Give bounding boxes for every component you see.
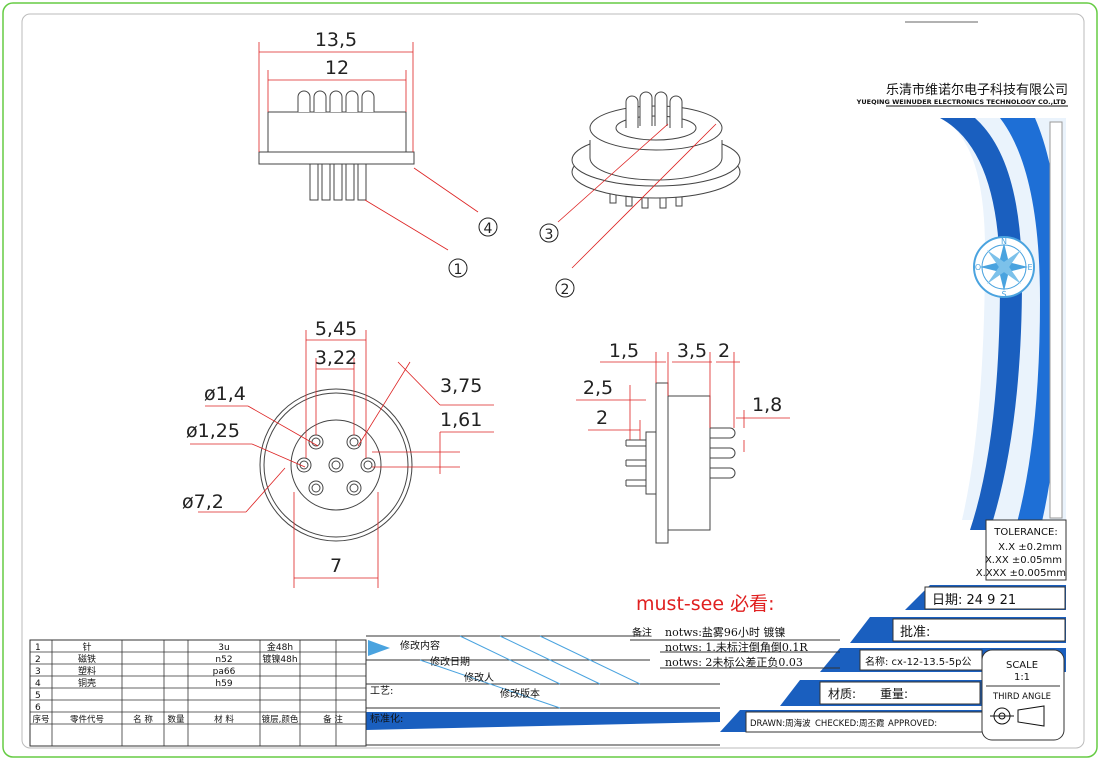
revision-block: 修改内容 修改日期 修改人 工艺: 修改版本 标准化: <box>366 635 720 746</box>
side-view <box>258 90 415 201</box>
bom-header: 名 称 <box>133 714 153 725</box>
dim-offset: 1,61 <box>440 409 482 431</box>
bom-header: 材 料 <box>214 714 234 725</box>
svg-text:THIRD ANGLE: THIRD ANGLE <box>992 692 1051 702</box>
dim-pitch-outer: 5,45 <box>315 318 357 340</box>
bom-header: 镀层,颜色 <box>262 714 299 725</box>
dim-section-b: 3,5 <box>677 340 707 362</box>
bom-no: 3 <box>35 667 41 677</box>
front-dimensions <box>190 330 494 588</box>
svg-text:E: E <box>1027 263 1032 272</box>
notes: 备注 notws:盐雾96小时 镀镍 notws: 1.未标注倒角倒0.1R n… <box>630 625 840 669</box>
svg-text:notws: 2未标公差正负0.03: notws: 2未标公差正负0.03 <box>665 655 803 669</box>
bom-part: 铜壳 <box>78 677 96 689</box>
bom-header: 零件代号 <box>70 714 104 725</box>
bom-finish: 金48h <box>267 641 293 653</box>
section-view <box>625 382 736 544</box>
svg-text:3: 3 <box>545 227 554 243</box>
svg-text:1: 1 <box>454 262 463 278</box>
front-view <box>259 388 413 542</box>
svg-text:标准化:: 标准化: <box>370 712 403 725</box>
svg-text:修改日期: 修改日期 <box>430 655 470 668</box>
bom-no: 6 <box>35 703 41 713</box>
section-dimensions <box>576 352 790 452</box>
bom-part: 针 <box>82 641 91 653</box>
approved-by: APPROVED: <box>888 719 937 729</box>
svg-text:4: 4 <box>484 221 493 237</box>
dim-section-f: 1,8 <box>752 394 782 416</box>
svg-text:修改内容: 修改内容 <box>400 639 440 652</box>
dim-body-diameter: ø7,2 <box>182 491 224 513</box>
inner-border <box>21 13 1085 749</box>
bom-material: pa66 <box>213 667 236 677</box>
bom-table: 1 针 3u 金48h 2 磁铁 n52 镀镍48h 3 塑料 pa66 4 铜壳 h59 5 6序号 零件代号… <box>29 639 367 747</box>
svg-text:备注: 备注 <box>632 626 652 639</box>
dim-overall-label: 13,5 <box>315 29 357 51</box>
iso-view <box>571 91 741 209</box>
weight-label: 重量: <box>880 687 908 701</box>
dim-diagonal: 3,75 <box>440 375 482 397</box>
material-label: 材质: <box>828 687 856 701</box>
company-name-cn: 乐清市维诺尔电子科技有限公司 <box>886 82 1068 98</box>
svg-text:X.X ±0.2mm: X.X ±0.2mm <box>998 542 1062 553</box>
bom-no: 5 <box>35 691 41 701</box>
bom-material: n52 <box>215 655 232 665</box>
bom-part: 塑料 <box>78 665 96 677</box>
dim-section-a: 1,5 <box>609 340 639 362</box>
bom-header: 备 注 <box>323 714 343 725</box>
svg-text:1:1: 1:1 <box>1014 672 1030 683</box>
tolerance-box: TOLERANCE: X.X ±0.2mm X.XX ±0.05mm X.XXX… <box>976 519 1067 581</box>
dim-section-c: 2 <box>718 340 730 362</box>
dim-pin-diameter: ø1,4 <box>204 383 246 405</box>
callouts: 4 1 3 2 <box>448 217 575 298</box>
company-name-en: YUEQING WEINUDER ELECTRONICS TECHNOLOGY … <box>856 98 1067 106</box>
date-field: 日期: 24 9 21 <box>932 593 1016 608</box>
dim-pin-diameter-2: ø1,25 <box>186 420 240 442</box>
svg-text:O: O <box>975 263 981 272</box>
bom-material: h59 <box>215 679 232 689</box>
drawn-by: DRAWN:周海波 <box>750 718 811 729</box>
svg-text:2: 2 <box>561 282 570 298</box>
bom-no: 4 <box>35 679 41 689</box>
dim-width: 7 <box>330 555 342 577</box>
scale-box: SCALE 1:1 THIRD ANGLE <box>981 649 1065 741</box>
svg-text:X.XX ±0.05mm: X.XX ±0.05mm <box>985 555 1062 566</box>
svg-text:TOLERANCE:: TOLERANCE: <box>993 527 1057 538</box>
bom-material: 3u <box>218 643 229 653</box>
side-dimensions <box>258 42 479 251</box>
dim-section-e: 2 <box>596 407 608 429</box>
checked-by: CHECKED:周丕霞 <box>815 719 885 729</box>
svg-text:工艺:: 工艺: <box>370 685 393 697</box>
bom-finish: 镀镍48h <box>262 653 297 665</box>
dim-pitch-inner: 3,22 <box>315 347 357 369</box>
svg-text:X.XXX ±0.005mm: X.XXX ±0.005mm <box>976 568 1066 579</box>
svg-text:N: N <box>1001 237 1007 246</box>
bom-part: 磁铁 <box>78 653 96 665</box>
part-name: 名称: cx-12-13.5-5p公 <box>865 655 972 668</box>
svg-text:修改版本: 修改版本 <box>500 687 540 700</box>
bom-header: 数量 <box>167 714 185 725</box>
dim-section-d: 2,5 <box>583 377 613 399</box>
bom-header: 序号 <box>32 714 49 725</box>
iso-leaders <box>557 123 717 269</box>
bom-no: 2 <box>35 655 41 665</box>
must-see-label: must-see 必看: <box>636 593 774 615</box>
svg-text:SCALE: SCALE <box>1006 660 1038 671</box>
bom-no: 1 <box>35 643 41 653</box>
svg-text:notws: 1.未标注倒角倒0.1R: notws: 1.未标注倒角倒0.1R <box>665 640 808 654</box>
approve-label: 批准: <box>900 625 930 640</box>
dim-inner-label: 12 <box>325 57 349 79</box>
svg-text:S: S <box>1001 290 1006 299</box>
svg-text:修改人: 修改人 <box>464 671 494 684</box>
svg-text:notws:盐雾96小时 镀镍: notws:盐雾96小时 镀镍 <box>665 625 785 639</box>
